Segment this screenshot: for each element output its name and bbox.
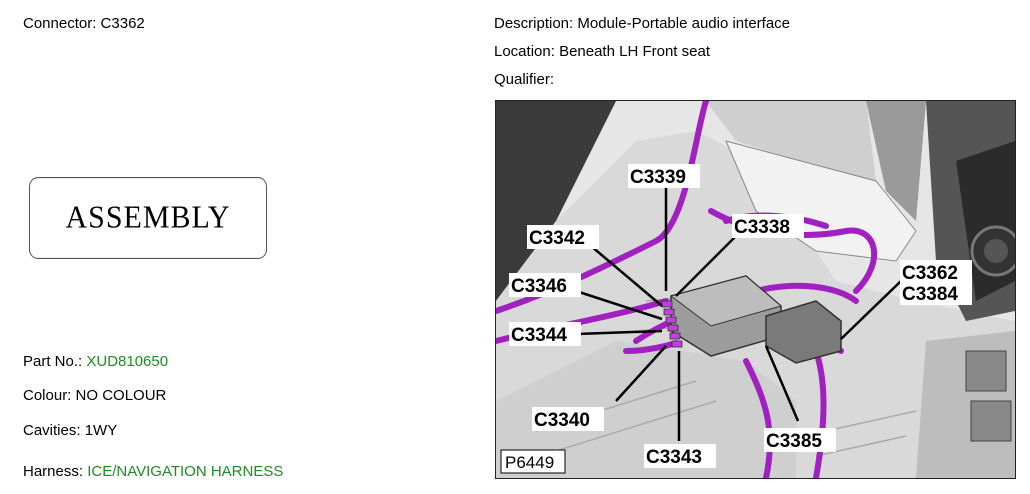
description-label: Description: bbox=[494, 15, 574, 32]
harness-label: Harness: bbox=[23, 463, 84, 480]
callout-C3340: C3340 bbox=[532, 407, 604, 431]
description-row: Description: Module-Portable audio inter… bbox=[494, 15, 790, 32]
callout-C3346: C3346 bbox=[509, 273, 581, 297]
cavities-label: Cavities: bbox=[23, 422, 81, 439]
connector-label: Connector: bbox=[23, 15, 97, 32]
callout-C3344: C3344 bbox=[509, 322, 581, 346]
colour-label: Colour: bbox=[23, 387, 72, 404]
svg-text:C3340: C3340 bbox=[534, 410, 590, 431]
description-value: Module-Portable audio interface bbox=[577, 15, 791, 32]
svg-text:C3343: C3343 bbox=[646, 447, 702, 468]
part-no-link[interactable]: XUD810650 bbox=[86, 353, 169, 370]
svg-text:C3362: C3362 bbox=[902, 263, 958, 284]
svg-text:C3338: C3338 bbox=[734, 217, 790, 238]
location-row: Location: Beneath LH Front seat bbox=[494, 43, 710, 60]
cavities-row: Cavities: 1WY bbox=[23, 422, 117, 439]
svg-text:C3384: C3384 bbox=[902, 284, 958, 305]
harness-link[interactable]: ICE/NAVIGATION HARNESS bbox=[87, 463, 284, 480]
callout-C3342: C3342 bbox=[527, 225, 599, 249]
qualifier-label: Qualifier: bbox=[494, 71, 555, 88]
svg-text:C3344: C3344 bbox=[511, 325, 567, 346]
qualifier-row: Qualifier: bbox=[494, 71, 554, 88]
harness-row: Harness: ICE/NAVIGATION HARNESS bbox=[23, 463, 283, 480]
location-diagram: C3339 C3342 C3338 C3346 C3362 C3384 C334… bbox=[495, 100, 1016, 479]
callout-C3339: C3339 bbox=[628, 164, 700, 188]
part-no-label: Part No.: bbox=[23, 353, 83, 370]
figure-id-badge: P6449 bbox=[500, 449, 566, 474]
connector-row: Connector: C3362 bbox=[23, 15, 145, 32]
location-value: Beneath LH Front seat bbox=[559, 43, 710, 60]
cavities-value: 1WY bbox=[84, 422, 118, 439]
location-label: Location: bbox=[494, 43, 555, 60]
svg-text:P6449: P6449 bbox=[505, 453, 554, 472]
callout-C3343: C3343 bbox=[644, 444, 716, 468]
callout-C3338: C3338 bbox=[732, 214, 804, 238]
assembly-box: ASSEMBLY bbox=[29, 177, 267, 259]
colour-value: NO COLOUR bbox=[75, 387, 167, 404]
part-no-row: Part No.: XUD810650 bbox=[23, 353, 168, 370]
connector-value: C3362 bbox=[100, 15, 145, 32]
svg-text:C3385: C3385 bbox=[766, 431, 822, 452]
svg-text:C3346: C3346 bbox=[511, 276, 567, 297]
callout-C3384: C3384 bbox=[900, 281, 972, 305]
svg-text:C3339: C3339 bbox=[630, 167, 686, 188]
callout-C3362: C3362 bbox=[900, 260, 972, 284]
colour-row: Colour: NO COLOUR bbox=[23, 387, 166, 404]
assembly-label: ASSEMBLY bbox=[65, 200, 231, 235]
callout-C3385: C3385 bbox=[764, 428, 836, 452]
svg-text:C3342: C3342 bbox=[529, 228, 585, 249]
